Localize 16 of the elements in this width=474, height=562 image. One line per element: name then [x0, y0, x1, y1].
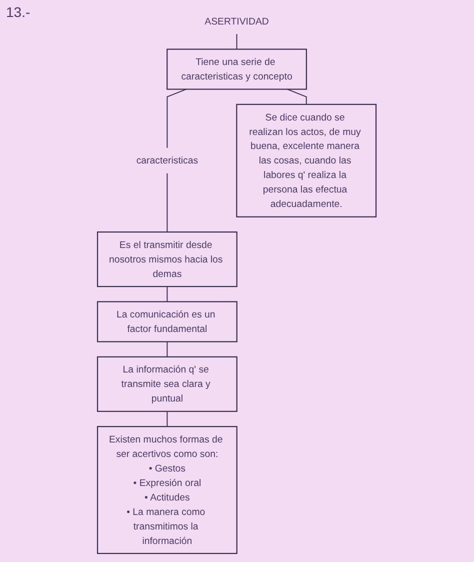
- node-box: La información q' se transmite sea clara y puntual: [97, 356, 238, 412]
- heading-number: 13.-: [6, 4, 30, 20]
- connector: [166, 88, 188, 148]
- node-box: Es el transmitir desde nosotros mismos hacia los demas: [97, 231, 238, 288]
- connector: [166, 410, 168, 428]
- node-text: ASERTIVIDAD: [204, 15, 270, 26]
- connector: [166, 286, 168, 302]
- node-box: La comunicación es un factor fundamental: [97, 301, 238, 342]
- connector: [166, 172, 168, 232]
- node-box: Tiene una serie de caracteristicas y concepto: [166, 48, 308, 90]
- node-box: Existen muchos formas de ser acertivos como son: • Gestos • Expresión oral • Actitudes • La manera como transmitimos la información: [97, 426, 238, 554]
- connector: [286, 88, 308, 105]
- connector: [166, 341, 168, 358]
- connector: [236, 34, 238, 50]
- node-box: Se dice cuando se realizan los actos, de muy buena, excelente manera las cosas, cuando las labores q' realiza la persona las efectua adecuadamente.: [236, 104, 377, 218]
- node-text: caracteristicas: [136, 154, 198, 166]
